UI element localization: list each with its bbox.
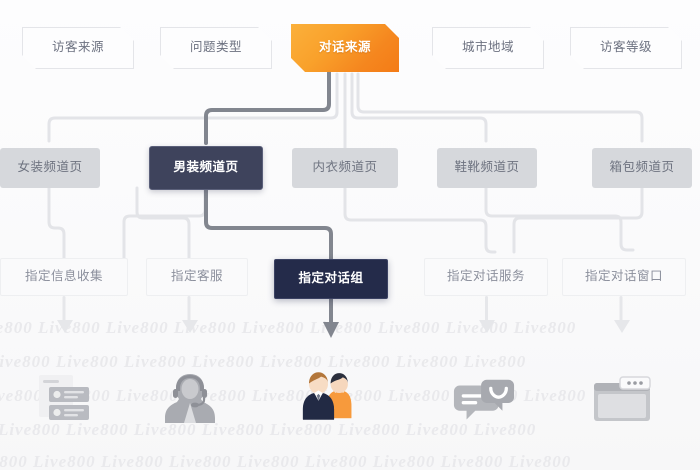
channel-chip-label: 箱包频道页 [609, 160, 675, 175]
chat-bubbles-icon [453, 379, 515, 420]
result-icon-slot-service [452, 372, 516, 434]
channel-chip-shoes[interactable]: 鞋靴频道页 [437, 148, 537, 188]
action-plate-assign-window[interactable]: 指定对话窗口 [562, 258, 686, 296]
action-plate-info-collect[interactable]: 指定信息收集 [0, 258, 128, 296]
headset-agent-icon [165, 374, 215, 423]
dimension-tag-city-region[interactable]: 城市地域 [432, 27, 544, 69]
action-plate-label: 指定对话服务 [446, 269, 525, 284]
dimension-tag-label: 对话来源 [318, 40, 371, 55]
action-plate-label: 指定信息收集 [24, 269, 103, 284]
channel-chip-label: 男装频道页 [173, 160, 239, 175]
channel-chip-bags[interactable]: 箱包频道页 [592, 148, 692, 188]
action-plate-label: 指定对话组 [298, 271, 364, 286]
action-plate-assign-agent[interactable]: 指定客服 [146, 258, 248, 296]
result-icon-slot-window [592, 370, 656, 432]
watermark-text: Live800 Live800 Live800 Live800 Live800 … [0, 318, 577, 337]
result-icon-slot-agent [158, 366, 222, 428]
action-plate-label: 指定客服 [170, 269, 223, 284]
action-plate-assign-group[interactable]: 指定对话组 [274, 259, 388, 299]
form-cards-icon [39, 375, 89, 420]
action-plate-assign-service[interactable]: 指定对话服务 [424, 258, 548, 296]
dimension-tag-question-type[interactable]: 问题类型 [160, 27, 272, 69]
result-icon-slot-form [33, 368, 97, 430]
dimension-tag-visitor-level[interactable]: 访客等级 [570, 27, 682, 69]
channel-chip-womens[interactable]: 女装频道页 [0, 148, 100, 188]
dimension-tag-dialog-source[interactable]: 对话来源 [291, 24, 399, 72]
channel-chip-mens[interactable]: 男装频道页 [149, 146, 263, 190]
watermark-text: Live800 Live800 Live800 Live800 Live800 … [0, 452, 572, 470]
browser-window-icon [594, 376, 651, 421]
dimension-tag-label: 问题类型 [189, 40, 242, 55]
dimension-tag-visitor-source[interactable]: 访客来源 [22, 27, 134, 69]
dimension-tag-label: 城市地域 [461, 40, 514, 55]
dimension-tag-label: 访客来源 [51, 40, 104, 55]
channel-chip-label: 鞋靴频道页 [454, 160, 520, 175]
channel-chip-label: 女装频道页 [17, 160, 83, 175]
action-plate-label: 指定对话窗口 [584, 269, 663, 284]
channel-chip-label: 内衣频道页 [312, 160, 378, 175]
dimension-tag-label: 访客等级 [599, 40, 652, 55]
agent-team-icon [302, 372, 352, 420]
channel-chip-underwear[interactable]: 内衣频道页 [292, 148, 398, 188]
result-icon-slot-group [296, 362, 360, 424]
